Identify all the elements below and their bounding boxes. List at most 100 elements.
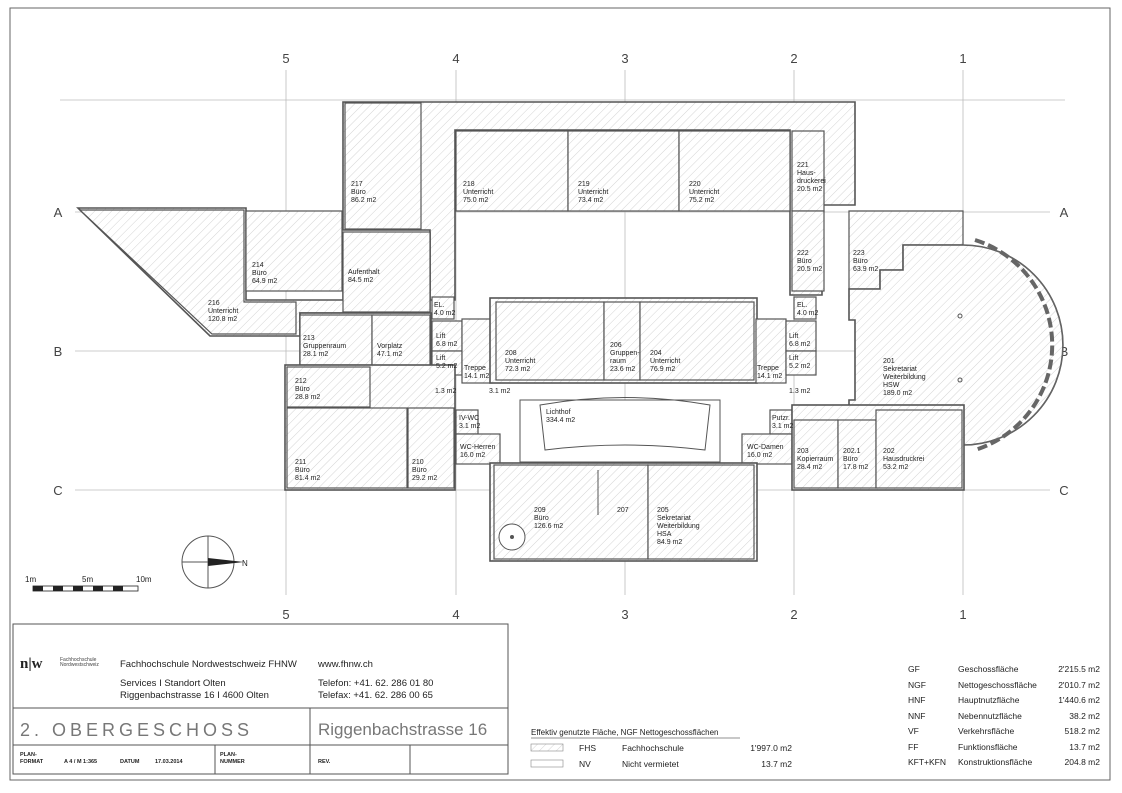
room-label-area: 28.8 m2 — [295, 394, 320, 401]
room-label-area: 6.8 m2 — [436, 341, 458, 348]
datum-label: DATUM — [120, 759, 140, 765]
summary-code: VF — [908, 726, 919, 736]
room-label-n: 207 — [617, 507, 629, 514]
grid-label-left-B: B — [54, 344, 63, 359]
room-label-207: 207 — [617, 507, 629, 514]
legend-nv-name: Nicht vermietet — [622, 759, 679, 769]
room-label-name: Büro — [843, 456, 858, 463]
room-lichthof — [519, 399, 721, 463]
room-label-area: 3.1 m2 — [489, 388, 511, 395]
room-label-area: 75.0 m2 — [463, 197, 488, 204]
room-label-area: 75.2 m2 — [689, 197, 714, 204]
grid-label-bottom-1: 1 — [959, 607, 966, 622]
room-label-area: 64.9 m2 — [252, 278, 277, 285]
room-label-name: Büro — [534, 515, 549, 522]
room-label-name: Lift — [789, 355, 798, 362]
room-label-name: Büro — [295, 386, 310, 393]
room-label-name: HSW — [883, 382, 900, 389]
scale-1m: 1m — [25, 575, 36, 584]
summary-value: 1'440.6 m2 — [1058, 695, 1100, 705]
room-label-n: 214 — [252, 262, 264, 269]
legend-nv-code: NV — [579, 759, 591, 769]
room-lift3 — [785, 320, 817, 352]
room-label-name: Weiterbildung — [657, 523, 700, 530]
room-label-name: Büro — [853, 258, 868, 265]
plan-format: A 4 / M 1:365 — [64, 759, 98, 765]
room-221 — [791, 130, 825, 212]
fax: Telefax: +41. 62. 286 00 65 — [318, 690, 433, 701]
room-label-area: 4.0 m2 — [434, 310, 456, 317]
room-label-area: 63.9 m2 — [853, 266, 878, 273]
grid-labels: 5 4 3 2 1 5 4 3 2 1 A B C A B C — [53, 51, 1068, 622]
room-label-name: Büro — [252, 270, 267, 277]
room-label-n: 209 — [534, 507, 546, 514]
room-label-n: 205 — [657, 507, 669, 514]
room-label-area: 53.2 m2 — [883, 464, 908, 471]
summary-name: Geschossfläche — [958, 664, 1019, 674]
room-label-name: EL. — [797, 302, 808, 309]
room-putzr — [769, 409, 793, 435]
summary-value: 2'215.5 m2 — [1058, 664, 1100, 674]
room-202 — [875, 409, 963, 489]
room-label-area: 16.0 m2 — [747, 452, 772, 459]
room-202-1 — [837, 419, 877, 489]
room-label-area: 4.0 m2 — [797, 310, 819, 317]
room-wc-herren — [455, 433, 501, 465]
room-label-area: 84.5 m2 — [348, 277, 373, 284]
room-label-name: EL. — [434, 302, 445, 309]
plan-format-label: PLAN- FORMAT — [20, 752, 44, 765]
summary-name: Nebennutzfläche — [958, 710, 1022, 721]
room-label-area: 29.2 m2 — [412, 475, 437, 482]
summary-code: NNF — [908, 710, 926, 721]
grid-label-top-5: 5 — [282, 51, 289, 66]
room-label-area: 73.4 m2 — [578, 197, 603, 204]
room-label-area: 14.1 m2 — [757, 373, 782, 380]
room-label-name: IV-WC — [459, 415, 479, 422]
room-label-name: Sekretariat — [883, 366, 917, 373]
logo-text: Fachhochschule Nordwestschweiz — [60, 657, 99, 668]
room-label-name: Aufenthalt — [348, 269, 380, 276]
room-label-small2: 3.1 m2 — [489, 388, 511, 395]
legend-fhs-name: Fachhochschule — [622, 743, 684, 753]
website-link[interactable]: www.fhnw.ch — [318, 659, 373, 670]
room-label-area: 189.0 m2 — [883, 390, 912, 397]
room-label-name: WC-Herren — [460, 444, 495, 451]
room-wc-damen — [741, 433, 793, 465]
summary-value: 2'010.7 m2 — [1058, 679, 1100, 690]
room-205 — [647, 464, 755, 560]
drawing-frame — [9, 7, 1111, 781]
room-label-area: 76.9 m2 — [650, 366, 675, 373]
room-label-n: 218 — [463, 181, 475, 188]
room-label-name: Unterricht — [208, 308, 238, 315]
room-label-n: 203 — [797, 448, 809, 455]
lichthof-stair — [539, 397, 711, 451]
room-label-area: 20.5 m2 — [797, 266, 822, 273]
room-208 — [495, 301, 605, 381]
room-label-area: 28.4 m2 — [797, 464, 822, 471]
room-label-name: raum — [610, 358, 626, 365]
room-210 — [407, 407, 455, 489]
summary-code: KFT+KFN — [908, 757, 947, 767]
grid-label-bottom-3: 3 — [621, 607, 628, 622]
room-label-area: 6.8 m2 — [789, 341, 811, 348]
room-212 — [286, 366, 371, 408]
room-label-name: Gruppen- — [610, 350, 640, 357]
